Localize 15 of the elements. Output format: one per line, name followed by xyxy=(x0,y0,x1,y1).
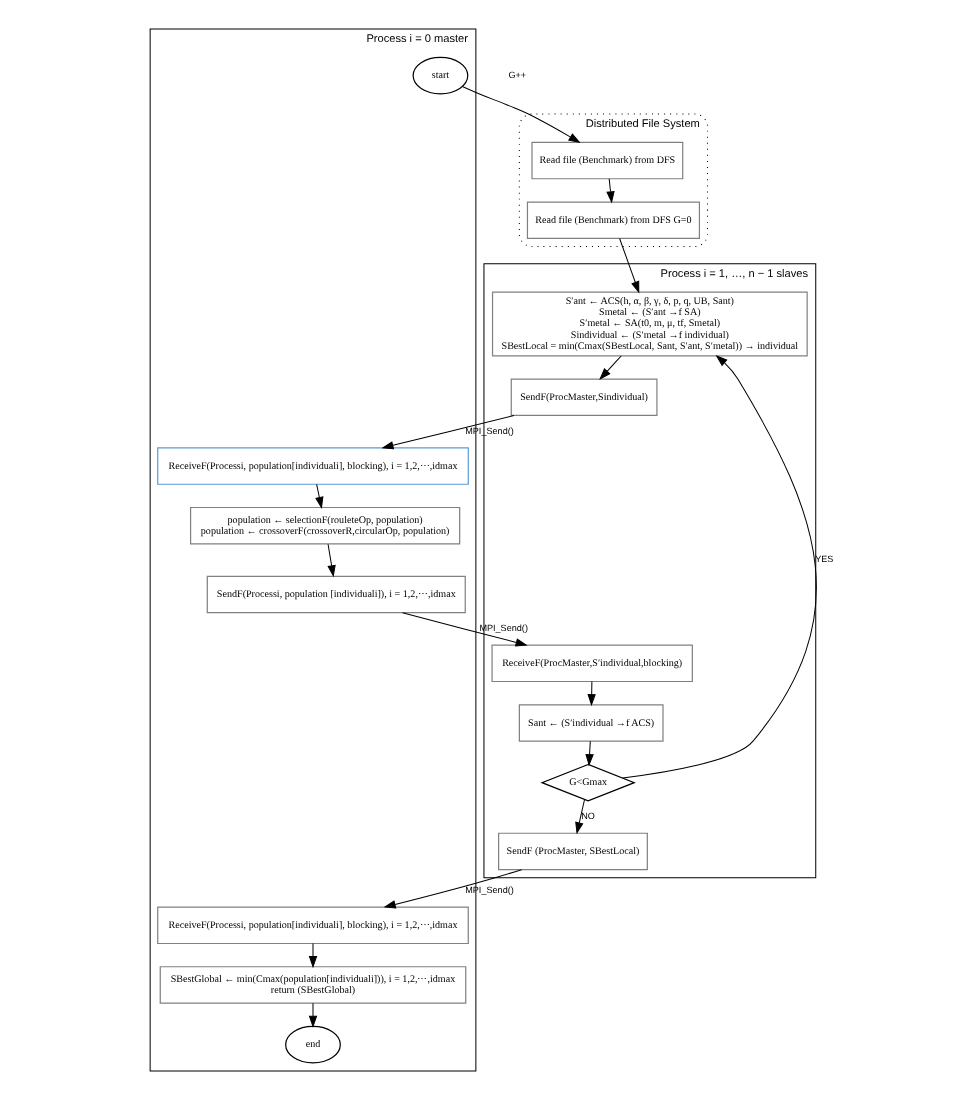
arrow xyxy=(460,86,580,144)
arrow xyxy=(586,681,595,707)
arrow xyxy=(605,178,614,204)
arrow xyxy=(326,543,335,578)
arrow xyxy=(598,355,621,380)
arrow xyxy=(584,740,593,767)
arrow xyxy=(307,943,317,969)
arrow xyxy=(618,238,639,294)
arrow xyxy=(314,483,323,509)
arrow xyxy=(574,799,585,835)
arrow xyxy=(382,869,522,909)
arrow xyxy=(401,612,527,647)
arrow xyxy=(307,1002,317,1028)
arrow xyxy=(380,415,514,450)
arrow xyxy=(621,355,816,779)
